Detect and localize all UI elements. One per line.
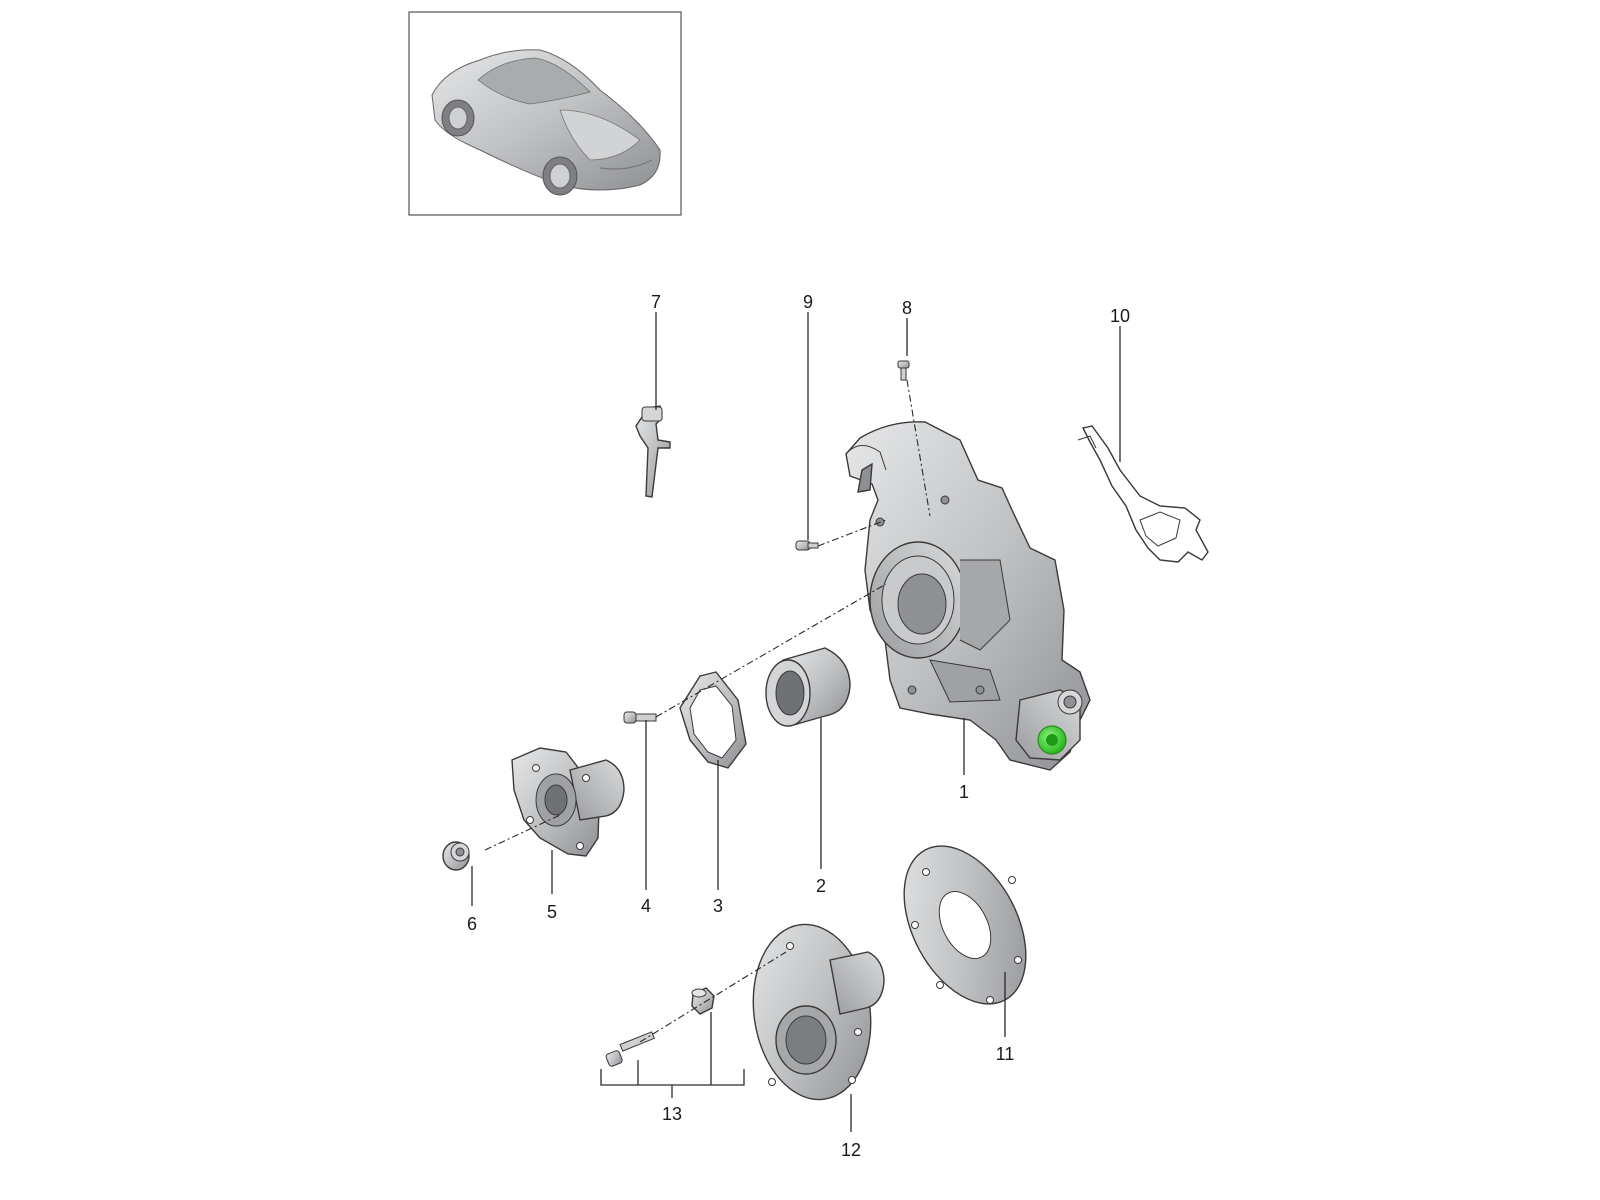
callout-6: 6 <box>467 914 477 934</box>
callout-1: 1 <box>959 782 969 802</box>
car-illustration <box>431 49 661 196</box>
callout-2: 2 <box>816 876 826 896</box>
part-12-hub <box>752 923 885 1101</box>
axis-part-6 <box>484 814 561 851</box>
callout-labels: 1 2 3 4 5 6 7 8 9 10 11 12 13 <box>467 292 1130 1160</box>
part-2-bearing <box>765 647 851 727</box>
assembly-axes <box>484 379 931 1043</box>
callout-9: 9 <box>803 292 813 312</box>
axis-part-13 <box>639 951 787 1043</box>
callout-11: 11 <box>996 1044 1015 1064</box>
part-13-bolt-kit <box>605 987 715 1067</box>
leader-lines <box>471 312 1121 1132</box>
callout-12: 12 <box>841 1140 861 1160</box>
part-9-bolt <box>795 540 819 551</box>
callout-7: 7 <box>651 292 661 312</box>
callout-3: 3 <box>713 896 723 916</box>
callout-5: 5 <box>547 902 557 922</box>
callout-10: 10 <box>1110 306 1130 326</box>
part-5-flange <box>511 747 625 857</box>
callout-8: 8 <box>902 298 912 318</box>
axis-part-4 <box>655 583 887 718</box>
part-4-bolt <box>623 711 657 724</box>
part-11-disc <box>903 845 1027 1005</box>
part-7-bracket <box>635 405 671 498</box>
axis-part-9 <box>817 519 887 547</box>
part-3-plate <box>679 671 747 769</box>
callout-13: 13 <box>662 1104 682 1124</box>
vehicle-thumbnail <box>408 11 682 216</box>
part-8-bolt <box>897 360 910 381</box>
part-6-nut <box>442 841 470 871</box>
part-10-bracket <box>1077 425 1209 563</box>
part-1-wheel-carrier <box>845 421 1091 771</box>
callout-4: 4 <box>641 896 651 916</box>
leader-13-bracket <box>600 1012 745 1098</box>
